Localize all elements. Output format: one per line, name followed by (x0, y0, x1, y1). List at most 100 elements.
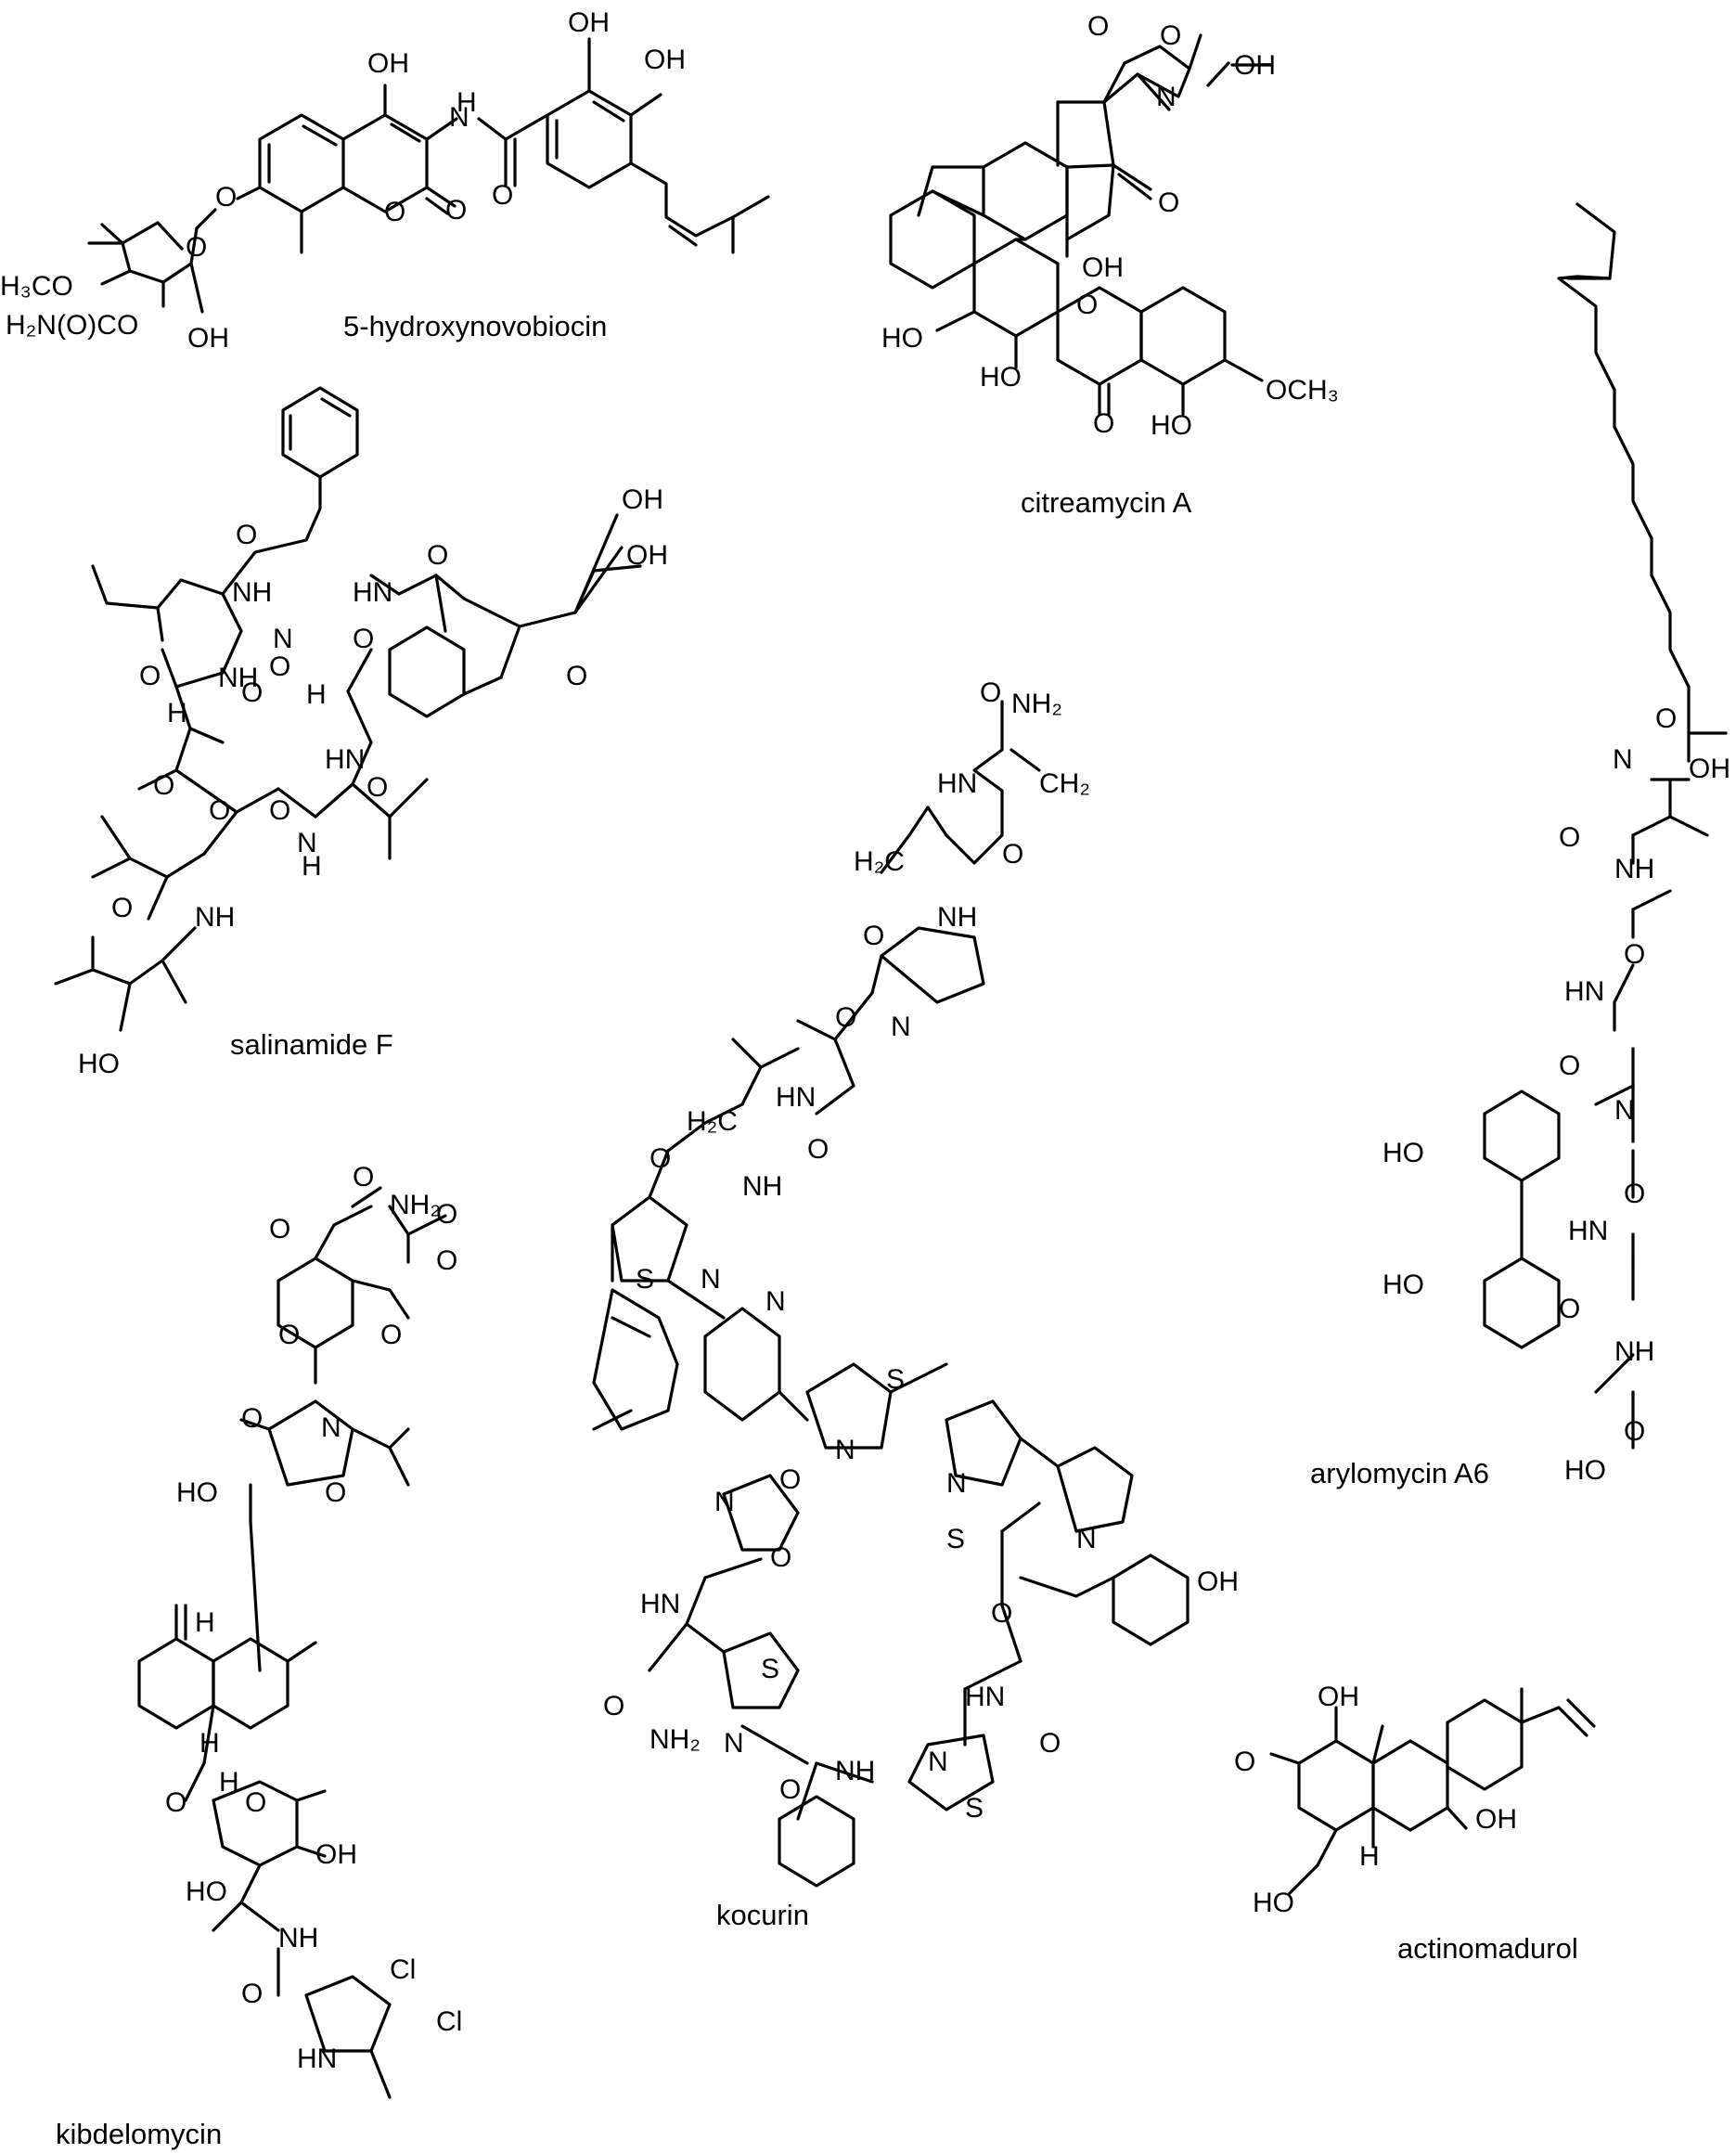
svg-text:H₂N(O)CO: H₂N(O)CO (6, 310, 138, 341)
svg-text:HN: HN (965, 1682, 1005, 1712)
svg-text:O: O (1559, 822, 1580, 853)
svg-text:O: O (436, 1199, 457, 1230)
svg-text:HO: HO (1151, 410, 1192, 441)
svg-text:O: O (241, 677, 263, 708)
svg-text:O: O (1093, 408, 1114, 439)
svg-text:N: N (321, 1412, 341, 1443)
svg-text:O: O (353, 624, 374, 654)
svg-text:OH: OH (644, 45, 686, 75)
svg-text:HO: HO (186, 1876, 227, 1907)
label-actinomadurol: actinomadurol (1397, 1932, 1578, 1965)
svg-text:O: O (269, 651, 290, 682)
svg-text:HN: HN (776, 1082, 816, 1113)
label-5-hydroxynovobiocin: 5-hydroxynovobiocin (343, 310, 607, 342)
svg-text:O: O (1624, 1179, 1645, 1209)
svg-text:O: O (353, 1162, 374, 1193)
svg-text:H: H (457, 87, 477, 118)
svg-text:N: N (928, 1747, 948, 1777)
svg-text:OH: OH (1197, 1566, 1239, 1597)
svg-text:S: S (886, 1364, 905, 1395)
svg-text:OH: OH (1082, 252, 1124, 283)
svg-text:HN: HN (1568, 1216, 1608, 1246)
svg-text:NH: NH (835, 1756, 875, 1786)
svg-text:O: O (215, 182, 237, 213)
svg-text:O: O (278, 1320, 300, 1350)
svg-text:HN: HN (297, 2043, 337, 2074)
svg-text:O: O (1234, 1747, 1255, 1777)
svg-text:O: O (209, 795, 230, 826)
svg-text:O: O (649, 1143, 671, 1174)
svg-text:O: O (779, 1464, 801, 1495)
svg-text:O: O (427, 540, 448, 571)
svg-text:O: O (380, 1320, 402, 1350)
svg-text:NH: NH (1614, 1336, 1654, 1367)
svg-text:H: H (167, 698, 187, 728)
svg-text:HO: HO (176, 1477, 218, 1508)
svg-text:N: N (1156, 82, 1177, 112)
svg-text:N: N (891, 1012, 911, 1042)
svg-text:O: O (863, 921, 884, 951)
svg-text:OH: OH (622, 484, 663, 515)
svg-text:OH: OH (315, 1839, 357, 1870)
svg-text:O: O (384, 197, 405, 227)
svg-text:O: O (139, 661, 161, 691)
svg-text:N: N (1076, 1524, 1097, 1554)
svg-text:HN: HN (325, 744, 365, 775)
svg-text:OH: OH (1689, 754, 1730, 784)
svg-text:O: O (1655, 703, 1677, 734)
svg-text:HO: HO (881, 323, 923, 354)
svg-text:O: O (241, 1403, 263, 1434)
svg-text:O: O (1039, 1728, 1061, 1759)
svg-text:O: O (1158, 187, 1179, 218)
svg-text:H: H (195, 1607, 215, 1638)
svg-text:HN: HN (1564, 976, 1604, 1007)
svg-text:O: O (492, 180, 513, 211)
svg-text:O: O (566, 661, 587, 691)
svg-text:NH₂: NH₂ (390, 1190, 441, 1220)
svg-text:O: O (835, 1002, 856, 1033)
svg-text:N: N (449, 102, 469, 133)
svg-text:OH: OH (1318, 1682, 1359, 1712)
svg-text:OCH₃: OCH₃ (1266, 375, 1339, 406)
svg-text:OH: OH (1234, 50, 1276, 81)
svg-text:O: O (236, 520, 257, 550)
svg-text:OH: OH (626, 540, 668, 571)
svg-text:HO: HO (1382, 1270, 1424, 1300)
svg-text:HN: HN (937, 768, 977, 799)
structure-kocurin: O NH₂ HN CH₂ H₂C O NH O N O HN H₂C O NH … (592, 677, 1239, 1931)
svg-text:NH: NH (218, 663, 258, 693)
svg-text:H₂C: H₂C (687, 1106, 738, 1137)
svg-text:H: H (219, 1767, 239, 1798)
svg-text:O: O (245, 1787, 266, 1818)
svg-text:O: O (1087, 11, 1109, 42)
svg-text:OH: OH (367, 48, 409, 79)
svg-text:O: O (1559, 1051, 1580, 1081)
svg-text:N: N (835, 1435, 855, 1465)
structure-salinamide-f: O NH N HN O OH OH O O O O NH H H O O O H… (54, 386, 668, 1079)
svg-text:O: O (325, 1477, 346, 1508)
svg-text:O: O (770, 1542, 791, 1573)
svg-text:N: N (946, 1468, 967, 1499)
svg-text:N: N (273, 624, 293, 654)
svg-text:O: O (779, 1774, 801, 1805)
svg-text:HO: HO (1253, 1888, 1294, 1918)
svg-text:O: O (1076, 290, 1098, 320)
svg-text:OH: OH (1475, 1804, 1517, 1835)
svg-text:S: S (761, 1654, 779, 1684)
svg-text:NH: NH (1614, 854, 1654, 884)
svg-text:H: H (1359, 1841, 1380, 1872)
svg-text:NH: NH (278, 1923, 318, 1953)
svg-text:O: O (269, 1214, 290, 1244)
structure-5-hydroxynovobiocin: OH OH OH H N O O O O O H₃CO H₂N(O)CO OH … (0, 7, 770, 354)
svg-text:NH: NH (232, 577, 272, 608)
svg-text:O: O (241, 1979, 263, 2009)
svg-text:S: S (946, 1524, 965, 1554)
label-citreamycin-a: citreamycin A (1021, 486, 1192, 519)
svg-text:O: O (1559, 1294, 1580, 1324)
svg-text:N: N (724, 1728, 744, 1759)
label-salinamide-f: salinamide F (230, 1028, 393, 1061)
svg-text:O: O (1624, 1416, 1645, 1447)
svg-text:N: N (1613, 744, 1633, 775)
structure-kibdelomycin: O NH₂ O O O O O O N O HO H H O H O OH HO… (56, 1162, 462, 2150)
svg-text:H₃CO: H₃CO (0, 271, 73, 302)
